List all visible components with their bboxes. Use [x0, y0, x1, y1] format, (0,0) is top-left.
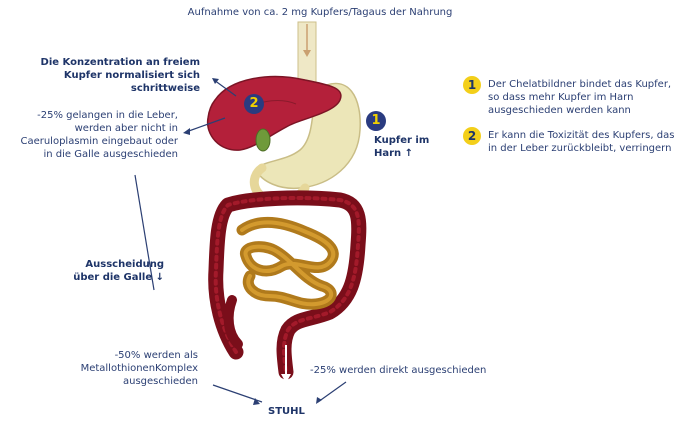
- stool-label: STUHL: [268, 406, 305, 417]
- arrow-liver-note: [185, 117, 226, 133]
- gallbladder: [255, 128, 271, 152]
- arrow-metallothionein: [212, 384, 263, 403]
- marker-2-badge: 2: [244, 94, 264, 114]
- liver-note: -25% gelangen in die Leber, werden aber …: [20, 110, 178, 160]
- arrow-liver-to-heading: [213, 79, 237, 97]
- legend-badge-2: 2: [463, 127, 481, 145]
- stomach: [255, 82, 361, 190]
- urine-copper-label: Kupfer im Harn ↑: [374, 135, 430, 159]
- arrow-bile-line: [134, 174, 155, 291]
- arrow-direct: [317, 381, 347, 403]
- direct-excretion-label: -25% werden direkt ausgeschieden: [310, 365, 487, 376]
- bile-excretion-label: Ausscheidung über die Galle ↓: [73, 259, 164, 283]
- legend-item-1-text: Der Chelatbildner bindet das Kupfer, so …: [488, 79, 672, 116]
- food-intake-label: Aufnahme von ca. 2 mg Kupfers/Tagaus der…: [187, 7, 453, 18]
- small-intestine: [236, 216, 339, 310]
- legend-badge-1: 1: [463, 76, 481, 94]
- legend-item-2-text: Er kann die Toxizität des Kupfers, das i…: [488, 130, 675, 154]
- metallothionein-label: -50% werden als MetallothionenKomplex au…: [80, 350, 198, 387]
- liver-heading: Die Konzentration an freiem Kupfer norma…: [40, 57, 200, 94]
- liver: [206, 75, 342, 151]
- marker-1-badge: 1: [366, 111, 386, 131]
